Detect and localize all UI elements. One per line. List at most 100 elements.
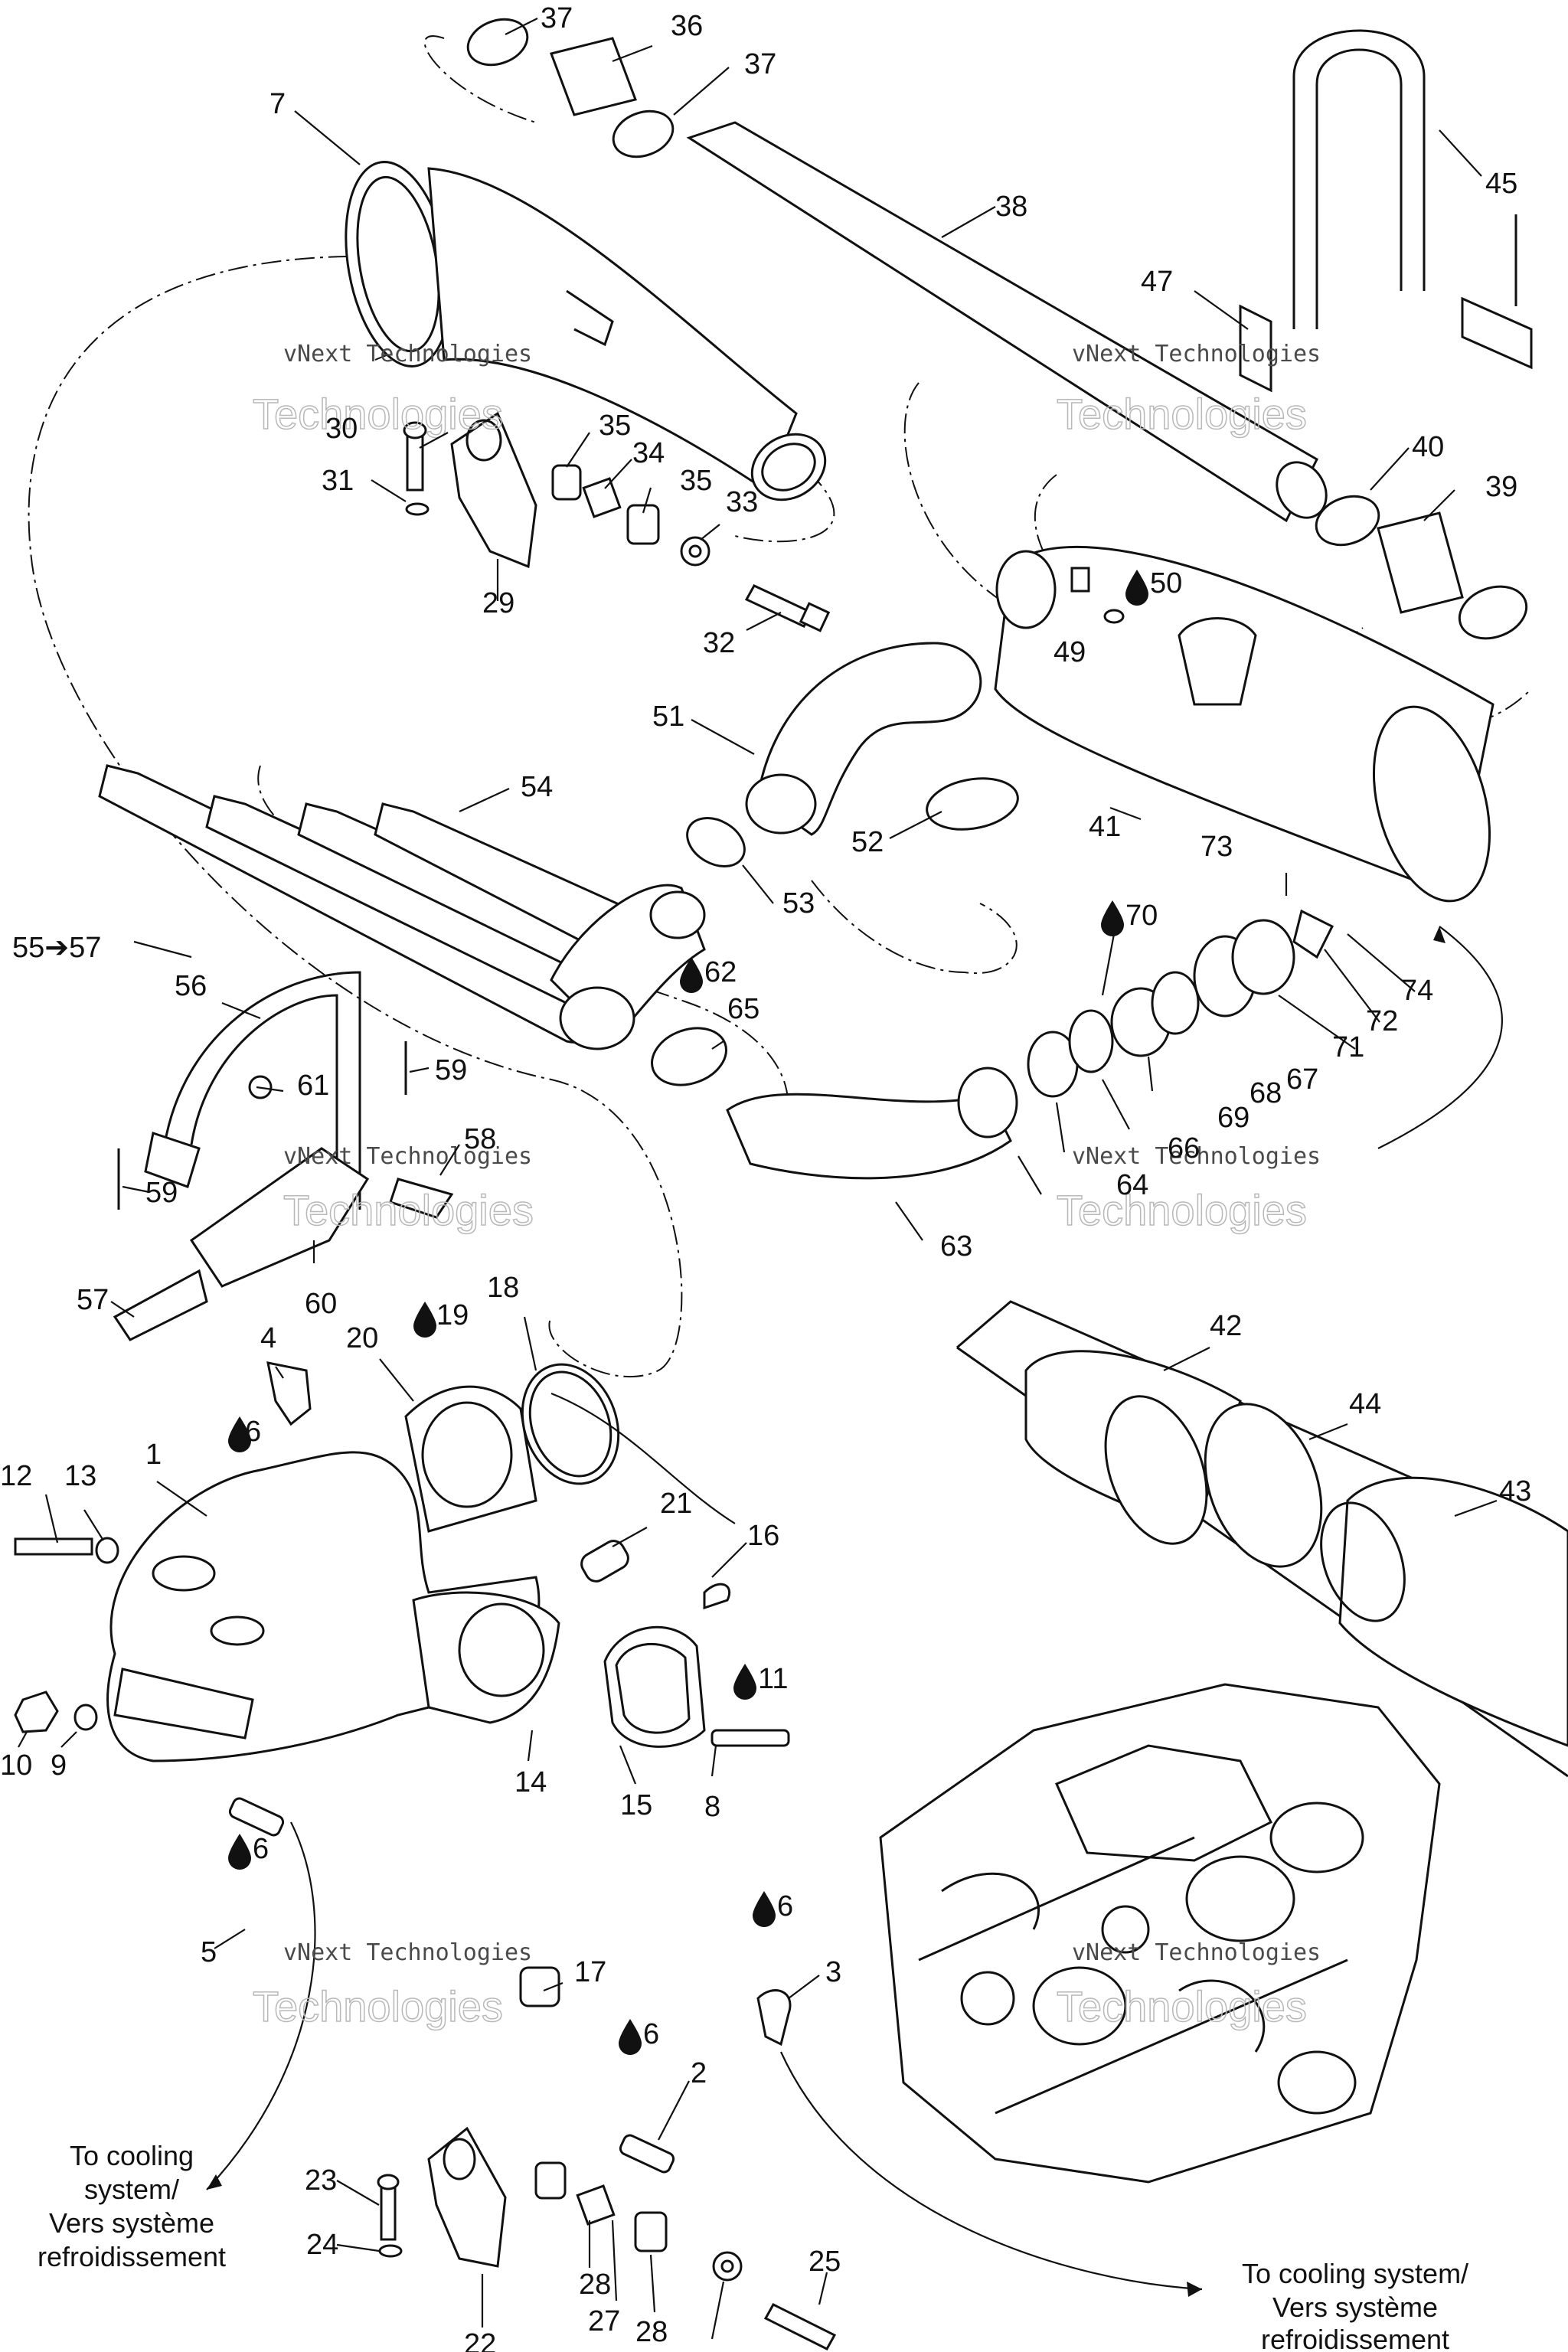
drop-icon [619, 2019, 642, 2055]
exhaust-manifold-parts-1-21 [14, 1361, 790, 1762]
callout-12: 12 [0, 1460, 32, 1492]
callout-19: 19 [436, 1299, 469, 1331]
callout-16: 16 [747, 1520, 779, 1552]
callout-34: 34 [632, 437, 665, 469]
cooling-system-notes: To cooling system/ Vers système refroidi… [38, 2140, 1468, 2352]
callout-69: 69 [1217, 1102, 1250, 1134]
drop-icon [1101, 900, 1124, 936]
callout-65: 65 [727, 993, 760, 1025]
svg-text:Technologies: Technologies [253, 390, 503, 438]
callout-53: 53 [782, 887, 815, 920]
callout-28: 28 [579, 2269, 611, 2301]
manifold-connector-part-7 [345, 161, 827, 501]
callout-68: 68 [1250, 1077, 1282, 1109]
muffler-part-41 [994, 546, 1494, 903]
callout-17: 17 [574, 1956, 606, 1988]
drop-icon [228, 1416, 251, 1452]
drop-icon [228, 1834, 251, 1870]
callout-27: 27 [588, 2305, 620, 2337]
callout-42: 42 [1210, 1310, 1242, 1342]
callout-37: 37 [541, 2, 573, 34]
callout-6: 6 [245, 1416, 261, 1448]
svg-text:Technologies: Technologies [253, 1982, 503, 2030]
callout-33: 33 [726, 486, 758, 518]
callout-9: 9 [51, 1749, 67, 1782]
callout-57: 57 [77, 1284, 109, 1316]
callout-7: 7 [270, 88, 286, 120]
svg-text:Technologies: Technologies [1057, 1186, 1307, 1234]
callout-59: 59 [435, 1054, 467, 1086]
callout-37: 37 [744, 48, 776, 80]
right-note-line-2: Vers système [1272, 2292, 1438, 2323]
svg-text:Technologies: Technologies [1057, 1982, 1307, 2030]
svg-text:vNext Technologies: vNext Technologies [1072, 1939, 1321, 1966]
callout-56: 56 [175, 970, 207, 1002]
callout-3: 3 [825, 1956, 841, 1988]
exhaust-hose-parts-51-53 [686, 642, 1019, 867]
lower-support-bracket-parts-22-28 [377, 2126, 837, 2350]
callout-40: 40 [1412, 431, 1444, 463]
watermarks: vNext Technologies Technologies vNext Te… [252, 341, 1321, 2031]
callout-63: 63 [940, 1230, 972, 1263]
callout-29: 29 [482, 587, 514, 619]
right-note-line-1: To cooling system/ [1242, 2258, 1468, 2289]
callout-18: 18 [487, 1272, 519, 1304]
callout-59: 59 [145, 1177, 178, 1209]
upper-support-bracket-parts-29-35 [403, 411, 831, 632]
callout-2: 2 [691, 2057, 707, 2089]
callout-58: 58 [464, 1123, 496, 1155]
drop-icon [413, 1302, 436, 1338]
callout-55-57: 55➔57 [12, 932, 101, 964]
drop-icon [733, 1664, 756, 1700]
callout-71: 71 [1332, 1031, 1364, 1063]
callout-39: 39 [1485, 471, 1517, 503]
callout-66: 66 [1168, 1132, 1200, 1165]
callout-60: 60 [305, 1288, 337, 1320]
callout-15: 15 [620, 1789, 652, 1821]
callout-25: 25 [808, 2246, 841, 2278]
lower-hose-flange-parts-63-74 [726, 909, 1334, 1180]
callout-6: 6 [777, 1890, 793, 1922]
svg-text:Technologies: Technologies [1057, 390, 1307, 438]
drop-icon [753, 1891, 776, 1927]
left-note-line-1: To cooling [70, 2140, 194, 2171]
callout-1: 1 [145, 1439, 162, 1471]
callout-70: 70 [1125, 900, 1158, 932]
callout-6: 6 [253, 1833, 269, 1865]
muffler-internals-inset-parts-42-44 [956, 1300, 1568, 1778]
svg-text:vNext Technologies: vNext Technologies [283, 1939, 532, 1966]
strap-support-parts-56-61 [113, 971, 454, 1341]
callout-30: 30 [325, 413, 358, 445]
callout-23: 23 [305, 2164, 337, 2197]
callout-47: 47 [1141, 266, 1173, 298]
right-note-line-3: refroidissement [1261, 2324, 1449, 2352]
leader-lines [18, 18, 1498, 2340]
left-note-line-3: Vers système [49, 2207, 214, 2239]
callout-21: 21 [660, 1488, 692, 1520]
callout-13: 13 [64, 1460, 96, 1492]
fittings-parts-2-3-5-8-17 [228, 1797, 792, 2174]
callout-10: 10 [0, 1749, 32, 1782]
left-note-line-2: system/ [84, 2174, 179, 2205]
engine-block [879, 1683, 1441, 2184]
callout-52: 52 [851, 826, 884, 858]
callout-45: 45 [1485, 168, 1517, 200]
callout-51: 51 [652, 701, 684, 733]
callout-38: 38 [995, 191, 1027, 223]
callout-67: 67 [1286, 1063, 1318, 1096]
svg-text:Technologies: Technologies [283, 1186, 534, 1234]
left-note-line-4: refroidissement [38, 2241, 226, 2272]
callout-44: 44 [1349, 1388, 1381, 1420]
svg-text:vNext Technologies: vNext Technologies [1072, 341, 1321, 368]
callout-43: 43 [1499, 1475, 1531, 1508]
svg-text:vNext Technologies: vNext Technologies [283, 341, 532, 368]
callout-32: 32 [703, 627, 735, 659]
drop-icon [1125, 570, 1148, 606]
callout-61: 61 [297, 1070, 329, 1102]
callout-49: 49 [1054, 636, 1086, 668]
drop-icon [680, 957, 703, 993]
callout-28: 28 [635, 2316, 668, 2348]
tailpipe-assembly-parts-36-47 [466, 18, 1533, 640]
callout-36: 36 [671, 10, 703, 42]
